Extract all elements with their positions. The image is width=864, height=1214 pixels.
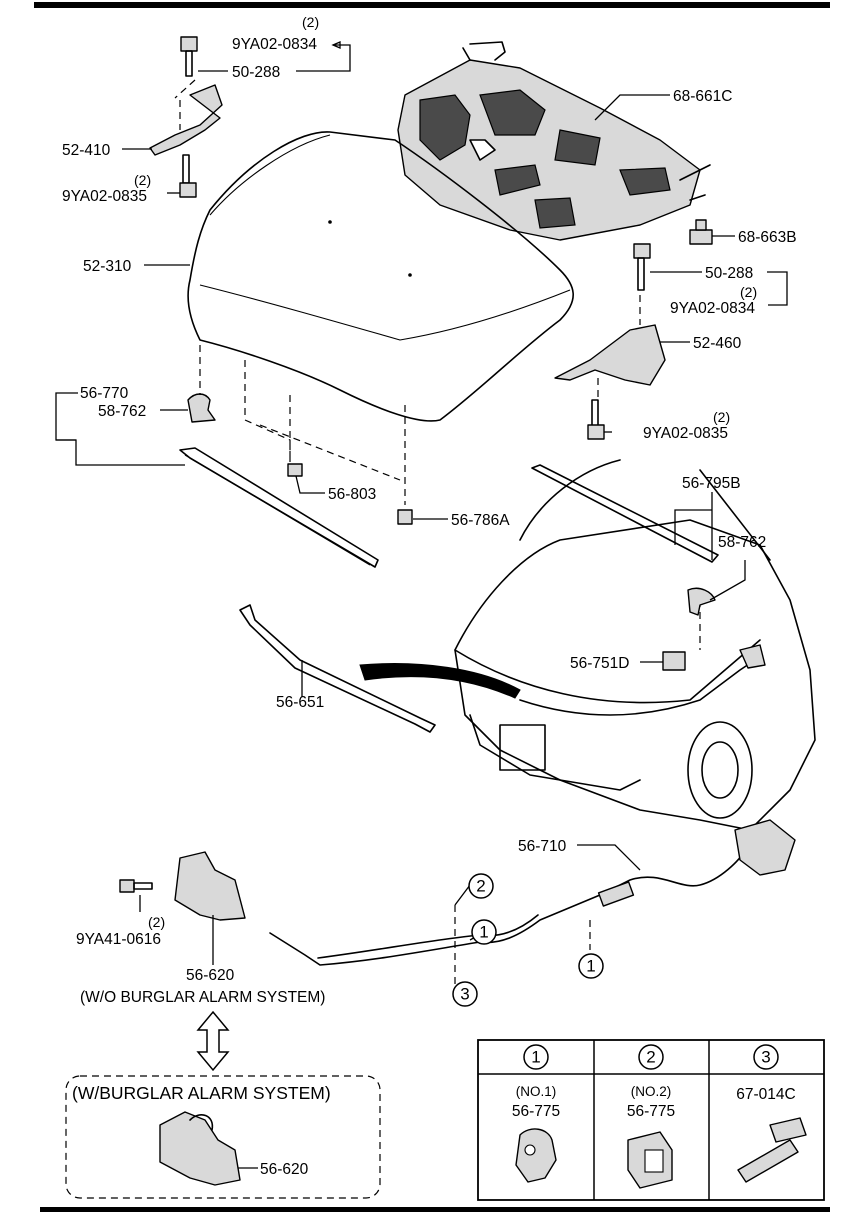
part-56-710: 56-710 [518,838,567,855]
qty-9ya02-0834-top: (2) [302,14,319,30]
callout-circle-1b: 1 [578,953,604,979]
burglar-latch-drawing [159,1111,241,1186]
bottom-border [40,1207,830,1212]
front-seal-drawing [179,345,413,568]
part-56-620-burglar: 56-620 [260,1161,309,1178]
part-50-288-top: 50-288 [232,64,280,81]
part-56-751d: 56-751D [570,655,629,672]
part-50-288-right: 50-288 [705,265,753,282]
svg-text:56-775: 56-775 [627,1103,675,1120]
qty-9ya02-0835-left: (2) [134,172,151,188]
hood-insulator-drawing [397,41,711,241]
top-border [34,2,830,8]
part-9ya02-0835-left: 9YA02-0835 [62,188,147,205]
hood-stay-drawing [239,604,436,733]
left-hinge-drawing [149,36,223,198]
part-52-410: 52-410 [62,142,111,159]
burglar-title: (W/BURGLAR ALARM SYSTEM) [72,1083,331,1103]
qty-9ya02-0834-right: (2) [740,284,757,300]
part-56-651: 56-651 [276,694,324,711]
svg-text:1: 1 [531,1048,540,1067]
part-52-310: 52-310 [83,258,132,275]
part-56-770: 56-770 [80,385,129,402]
part-56-620-note: (W/O BURGLAR ALARM SYSTEM) [80,989,325,1006]
callout-circle-3: 3 [452,981,478,1007]
part-52-460: 52-460 [693,335,742,352]
part-56-620: 56-620 [186,967,235,984]
qty-9ya02-0835-right: (2) [713,409,730,425]
svg-text:(NO.1): (NO.1) [516,1084,557,1099]
car-front-drawing [359,459,816,831]
svg-text:3: 3 [761,1048,770,1067]
svg-text:2: 2 [646,1048,655,1067]
burglar-box [65,1075,381,1199]
svg-text:67-014C: 67-014C [736,1086,795,1103]
svg-text:1: 1 [479,923,488,942]
part-68-661c: 68-661C [673,88,732,105]
right-hinge-drawing [554,243,666,440]
legend-col3: 3 67-014C [736,1044,807,1183]
svg-text:3: 3 [460,985,469,1004]
part-56-795b: 56-795B [682,475,741,492]
double-arrow [196,1010,230,1072]
clip-68-663b-drawing [689,219,713,245]
rear-seal-drawing [531,464,719,616]
legend-col1: 1 (NO.1) 56-775 [512,1044,560,1183]
part-56-786a: 56-786A [451,512,510,529]
svg-text:1: 1 [586,957,595,976]
part-9ya02-0834-top: 9YA02-0834 [232,36,317,53]
part-68-663b: 68-663B [738,229,797,246]
svg-text:(NO.2): (NO.2) [631,1084,672,1099]
release-cable-drawing [269,819,796,985]
callout-circle-2: 2 [468,873,494,899]
svg-text:2: 2 [476,877,485,896]
part-56-803: 56-803 [328,486,376,503]
callout-circle-1a: 1 [471,919,497,945]
part-58-762-left: 58-762 [98,403,146,420]
part-58-762-right: 58-762 [718,534,766,551]
legend-table: 1 (NO.1) 56-775 2 (NO.2) 56-775 3 67-014… [477,1039,825,1201]
part-9ya02-0834-right: 9YA02-0834 [670,300,755,317]
svg-text:56-775: 56-775 [512,1103,560,1120]
hood-latch-drawing [119,851,246,921]
part-9ya41-0616: 9YA41-0616 [76,931,161,948]
qty-9ya41-0616: (2) [148,914,165,930]
hood-panel-drawing [187,131,574,422]
legend-col2: 2 (NO.2) 56-775 [627,1044,675,1189]
part-9ya02-0835-right: 9YA02-0835 [643,425,728,442]
